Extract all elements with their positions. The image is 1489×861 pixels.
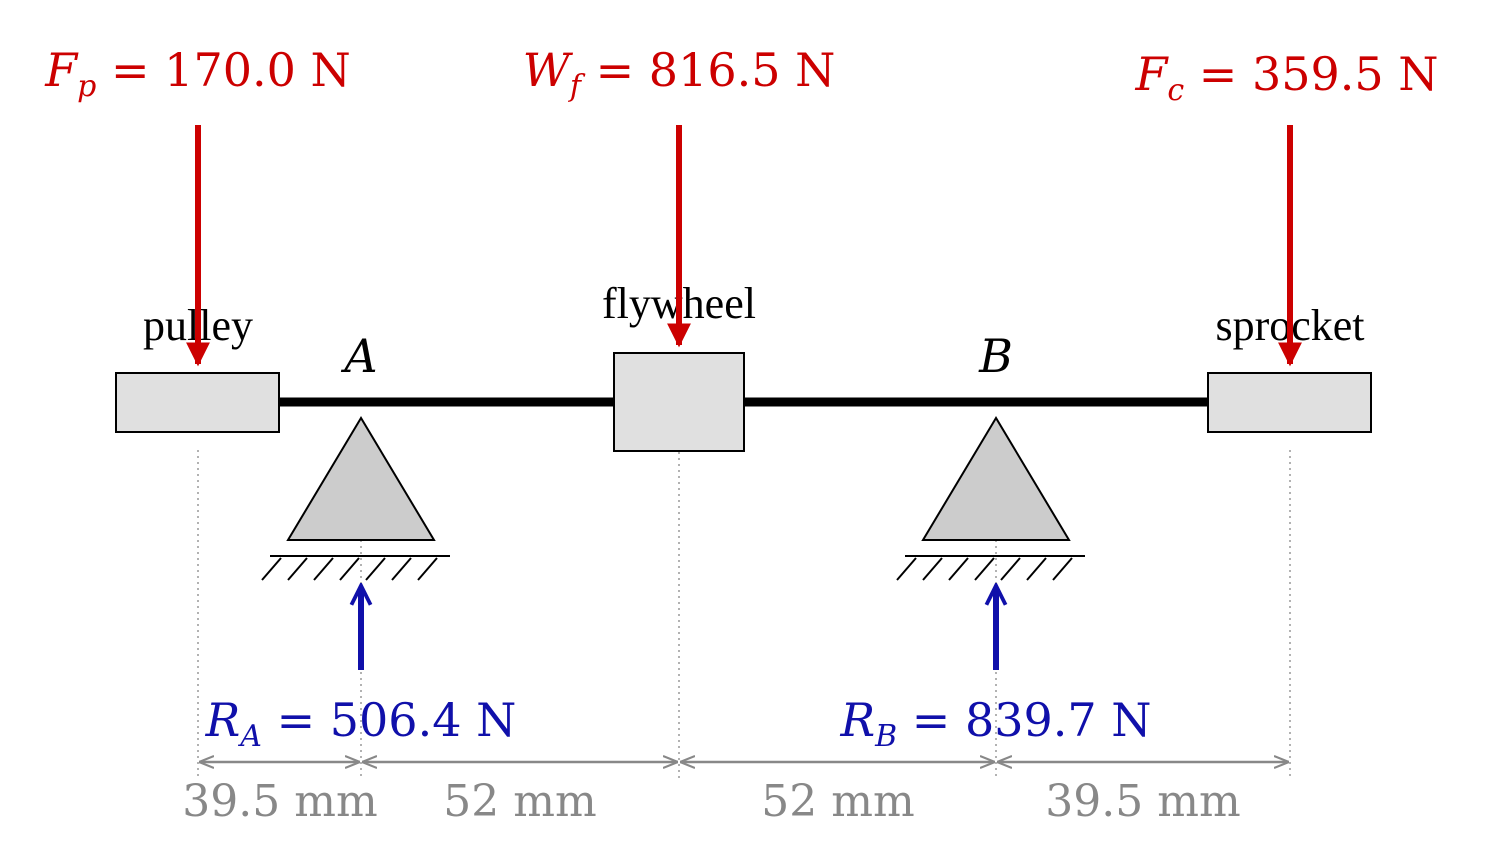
dimension-label-2: 52 mm xyxy=(443,776,596,827)
support-a-triangle xyxy=(286,416,436,541)
pulley-load-label: Fp = 170.0 N xyxy=(44,43,351,104)
sprocket-block xyxy=(1207,372,1372,433)
dimension-label-3: 52 mm xyxy=(761,776,914,827)
pulley-block xyxy=(115,372,280,433)
dimension-label-1: 39.5 mm xyxy=(182,776,377,827)
support-b-triangle xyxy=(921,416,1071,541)
flywheel-load-label: Wf = 816.5 N xyxy=(523,43,836,104)
support-b-label: B xyxy=(978,329,1013,383)
flywheel-block xyxy=(613,352,745,452)
support-b xyxy=(896,416,1085,581)
support-a-hatching xyxy=(261,557,438,581)
support-b-hatching xyxy=(896,557,1073,581)
support-a xyxy=(261,416,450,581)
reaction-arrows xyxy=(361,588,996,670)
sprocket-load-label: Fc = 359.5 N xyxy=(1134,47,1438,108)
reaction-b-label: RB = 839.7 N xyxy=(839,693,1151,754)
reaction-a-label: RA = 506.4 N xyxy=(205,693,517,754)
load-arrows xyxy=(186,125,1302,367)
support-a-label: A xyxy=(340,329,377,383)
dimension-label-4: 39.5 mm xyxy=(1045,776,1240,827)
